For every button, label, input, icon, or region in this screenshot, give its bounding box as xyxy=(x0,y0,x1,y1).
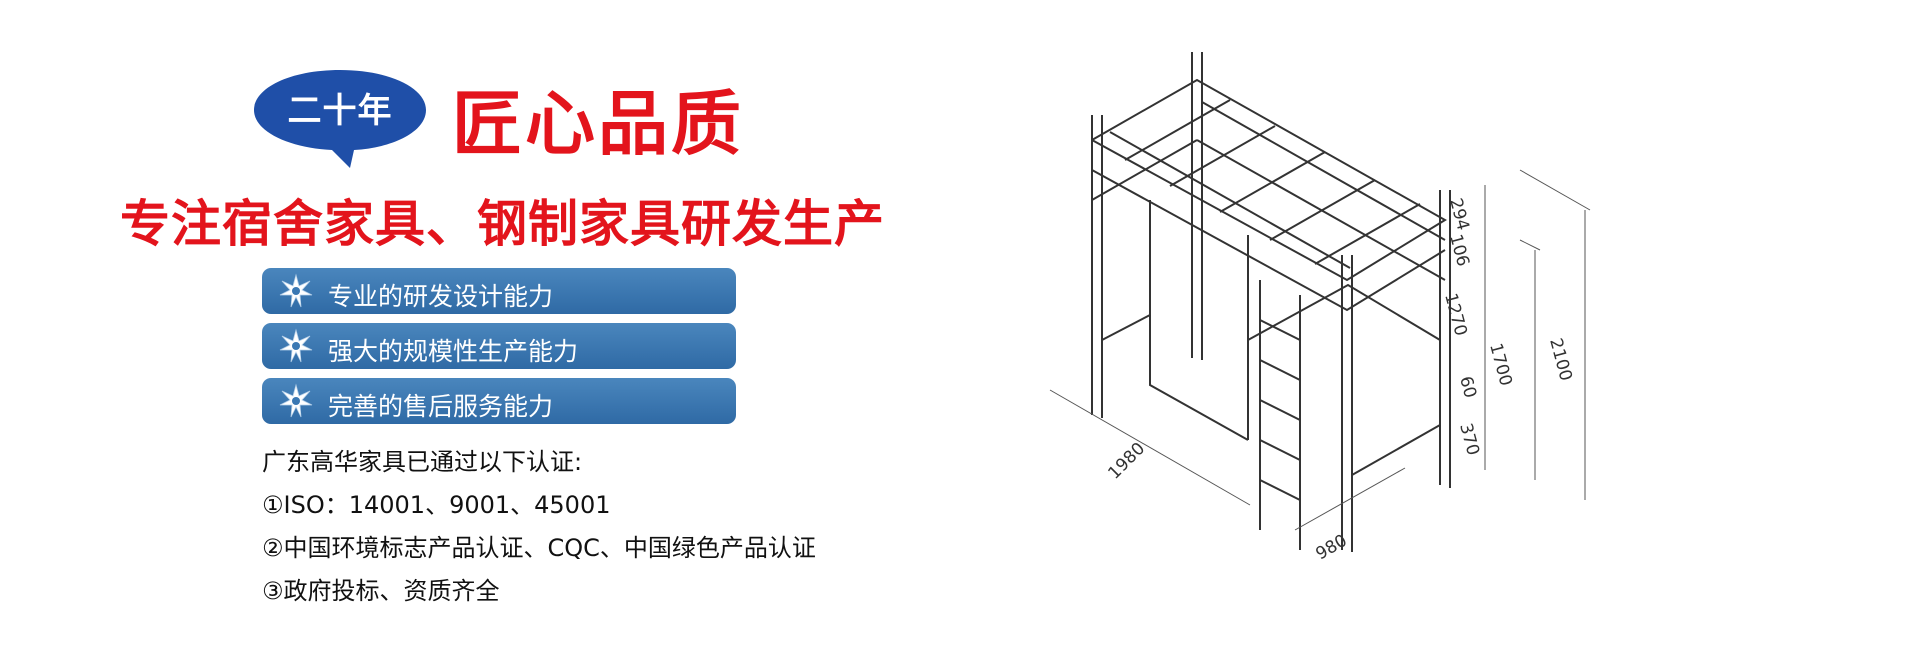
capability-label: 强大的规模性生产能力 xyxy=(328,337,579,366)
slogan: 专注宿舍家具、钢制家具研发生产 xyxy=(120,195,885,253)
capability-bar-2: 强大的规模性生产能力 xyxy=(262,323,736,369)
certification-item: ②中国环境标志产品认证、CQC、中国绿色产品认证 xyxy=(262,534,816,562)
capability-label: 完善的售后服务能力 xyxy=(328,392,554,421)
dimension-height-370: 370 xyxy=(1455,421,1483,458)
dimension-height-1270: 1270 xyxy=(1440,291,1471,338)
capability-label: 专业的研发设计能力 xyxy=(328,282,554,311)
dimension-height-total: 2100 xyxy=(1545,336,1576,383)
certification-intro: 广东高华家具已通过以下认证: xyxy=(262,448,583,476)
capability-bar-1: 专业的研发设计能力 xyxy=(262,268,736,314)
loft-bed-drawing: 1980 980 2100 1700 1270 294 106 60 370 xyxy=(1049,52,1591,565)
dimension-length: 1980 xyxy=(1104,439,1149,484)
flower-icon xyxy=(279,383,313,418)
flower-icon xyxy=(279,273,313,308)
badge-text: 二十年 xyxy=(287,91,393,131)
certification-item: ③政府投标、资质齐全 xyxy=(262,577,500,605)
speech-bubble-badge xyxy=(254,70,426,168)
dimension-width: 980 xyxy=(1313,531,1351,565)
capability-bar-3: 完善的售后服务能力 xyxy=(262,378,736,424)
flower-icon xyxy=(279,328,313,363)
certification-item: ①ISO：14001、9001、45001 xyxy=(262,491,611,519)
dimension-height-1700: 1700 xyxy=(1485,341,1516,388)
dimension-height-60: 60 xyxy=(1455,374,1480,400)
headline: 匠心品质 xyxy=(452,83,744,165)
